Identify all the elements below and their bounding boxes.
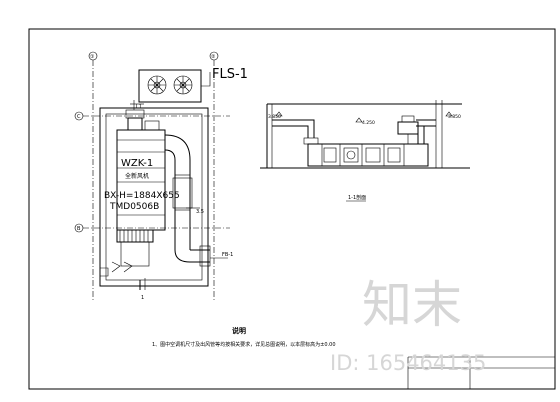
- fan-icon-right: [173, 75, 193, 95]
- section-mark-label: 1: [141, 295, 144, 301]
- axis-bubble-2: [209, 51, 219, 61]
- notes-heading: 说明: [232, 326, 246, 335]
- section-ahu-body: [307, 143, 429, 167]
- unit-note: 全新风机: [125, 172, 149, 180]
- elev-right: 3.850: [448, 114, 461, 120]
- axis-label-c: C: [77, 114, 81, 120]
- watermark: 知末 ID: 165464135: [330, 276, 486, 375]
- axis-label-1: ①: [90, 54, 95, 60]
- elev-mid: 4.250: [362, 120, 375, 126]
- fan-label: FLS-1: [212, 67, 248, 82]
- unit-dimensions: BX-H=1884X655: [104, 191, 180, 201]
- watermark-brand: 知末: [362, 276, 462, 334]
- section-title: 1-1剖面: [348, 194, 366, 201]
- unit-model: TMD0506B: [109, 202, 159, 212]
- notes-line-1: 1、图中空调机尺寸及出风管等均按相关要求，详见总图说明，以本层标高为±0.00: [152, 341, 336, 348]
- elev-left: 3.850: [268, 114, 281, 120]
- plan-view: 1 FLS-1 WZK-1 全新风机 BX-H=1884X655 TMD0506…: [74, 51, 248, 301]
- title-block: [407, 356, 555, 389]
- supply-duct: [164, 134, 228, 267]
- unit-label: WZK-1: [121, 158, 153, 169]
- sheet-border: [28, 28, 556, 390]
- ahu-top-connector: [127, 117, 143, 131]
- section-roof-fan: [397, 121, 419, 135]
- dim-label-top: L1: [136, 104, 142, 110]
- room-wall-outer: [99, 107, 209, 287]
- watermark-id: ID: 165464135: [330, 351, 486, 375]
- return-grille: [116, 229, 154, 243]
- dim-label-mid: 3.5: [196, 209, 204, 215]
- room-wall-inner: [105, 113, 203, 281]
- notes-block: 说明 1、图中空调机尺寸及出风管等均按相关要求，详见总图说明，以本层标高为±0.…: [152, 326, 336, 348]
- axis-label-2: ②: [211, 54, 216, 60]
- section-view: 3.850 4.250 3.850 1-1剖面: [260, 100, 470, 202]
- axis-label-b: B: [77, 226, 81, 232]
- fan-icon-left: [147, 75, 167, 95]
- dim-label-fb: FB-1: [222, 252, 233, 258]
